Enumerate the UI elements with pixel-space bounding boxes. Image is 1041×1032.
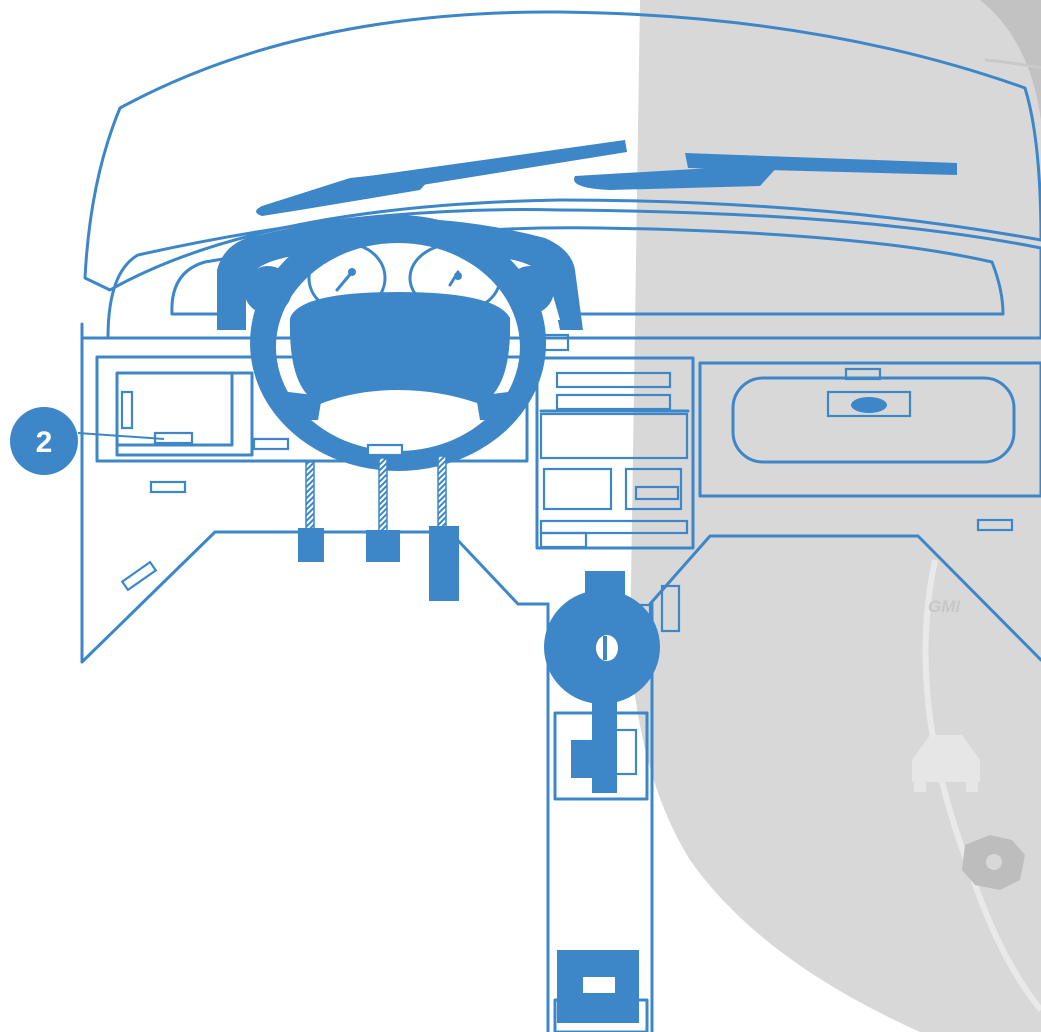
clutch-pedal: [298, 528, 324, 562]
needle-left-pin: [348, 268, 356, 276]
brake-pedal-arm: [379, 458, 387, 532]
callout-number: 2: [36, 426, 53, 459]
needle-right-pin: [454, 272, 462, 280]
accelerator-pedal-arm: [438, 456, 446, 528]
console-storage-handle: [583, 977, 615, 993]
clutch-pedal-arm: [306, 462, 314, 530]
steering-wheel-hub: [290, 292, 510, 404]
steering-column-tab: [368, 445, 402, 455]
dash-slot-diagonal: [122, 562, 156, 590]
brake-pedal: [366, 530, 400, 562]
climate-button-left: [544, 469, 611, 509]
glovebox-latch: [851, 397, 887, 413]
pedal-assembly: [298, 456, 459, 601]
gauge-label-gmi: GMI: [928, 597, 961, 616]
accelerator-pedal: [429, 526, 459, 601]
callout-leader-line: [78, 433, 164, 439]
callout-marker[interactable]: 2: [10, 407, 164, 475]
fuse-box-latch: [122, 392, 132, 428]
stack-bottom-slot: [541, 533, 586, 547]
dash-vent-small: [151, 482, 185, 492]
dash-switch-left: [254, 439, 288, 449]
fuse-box-inner: [117, 373, 232, 445]
